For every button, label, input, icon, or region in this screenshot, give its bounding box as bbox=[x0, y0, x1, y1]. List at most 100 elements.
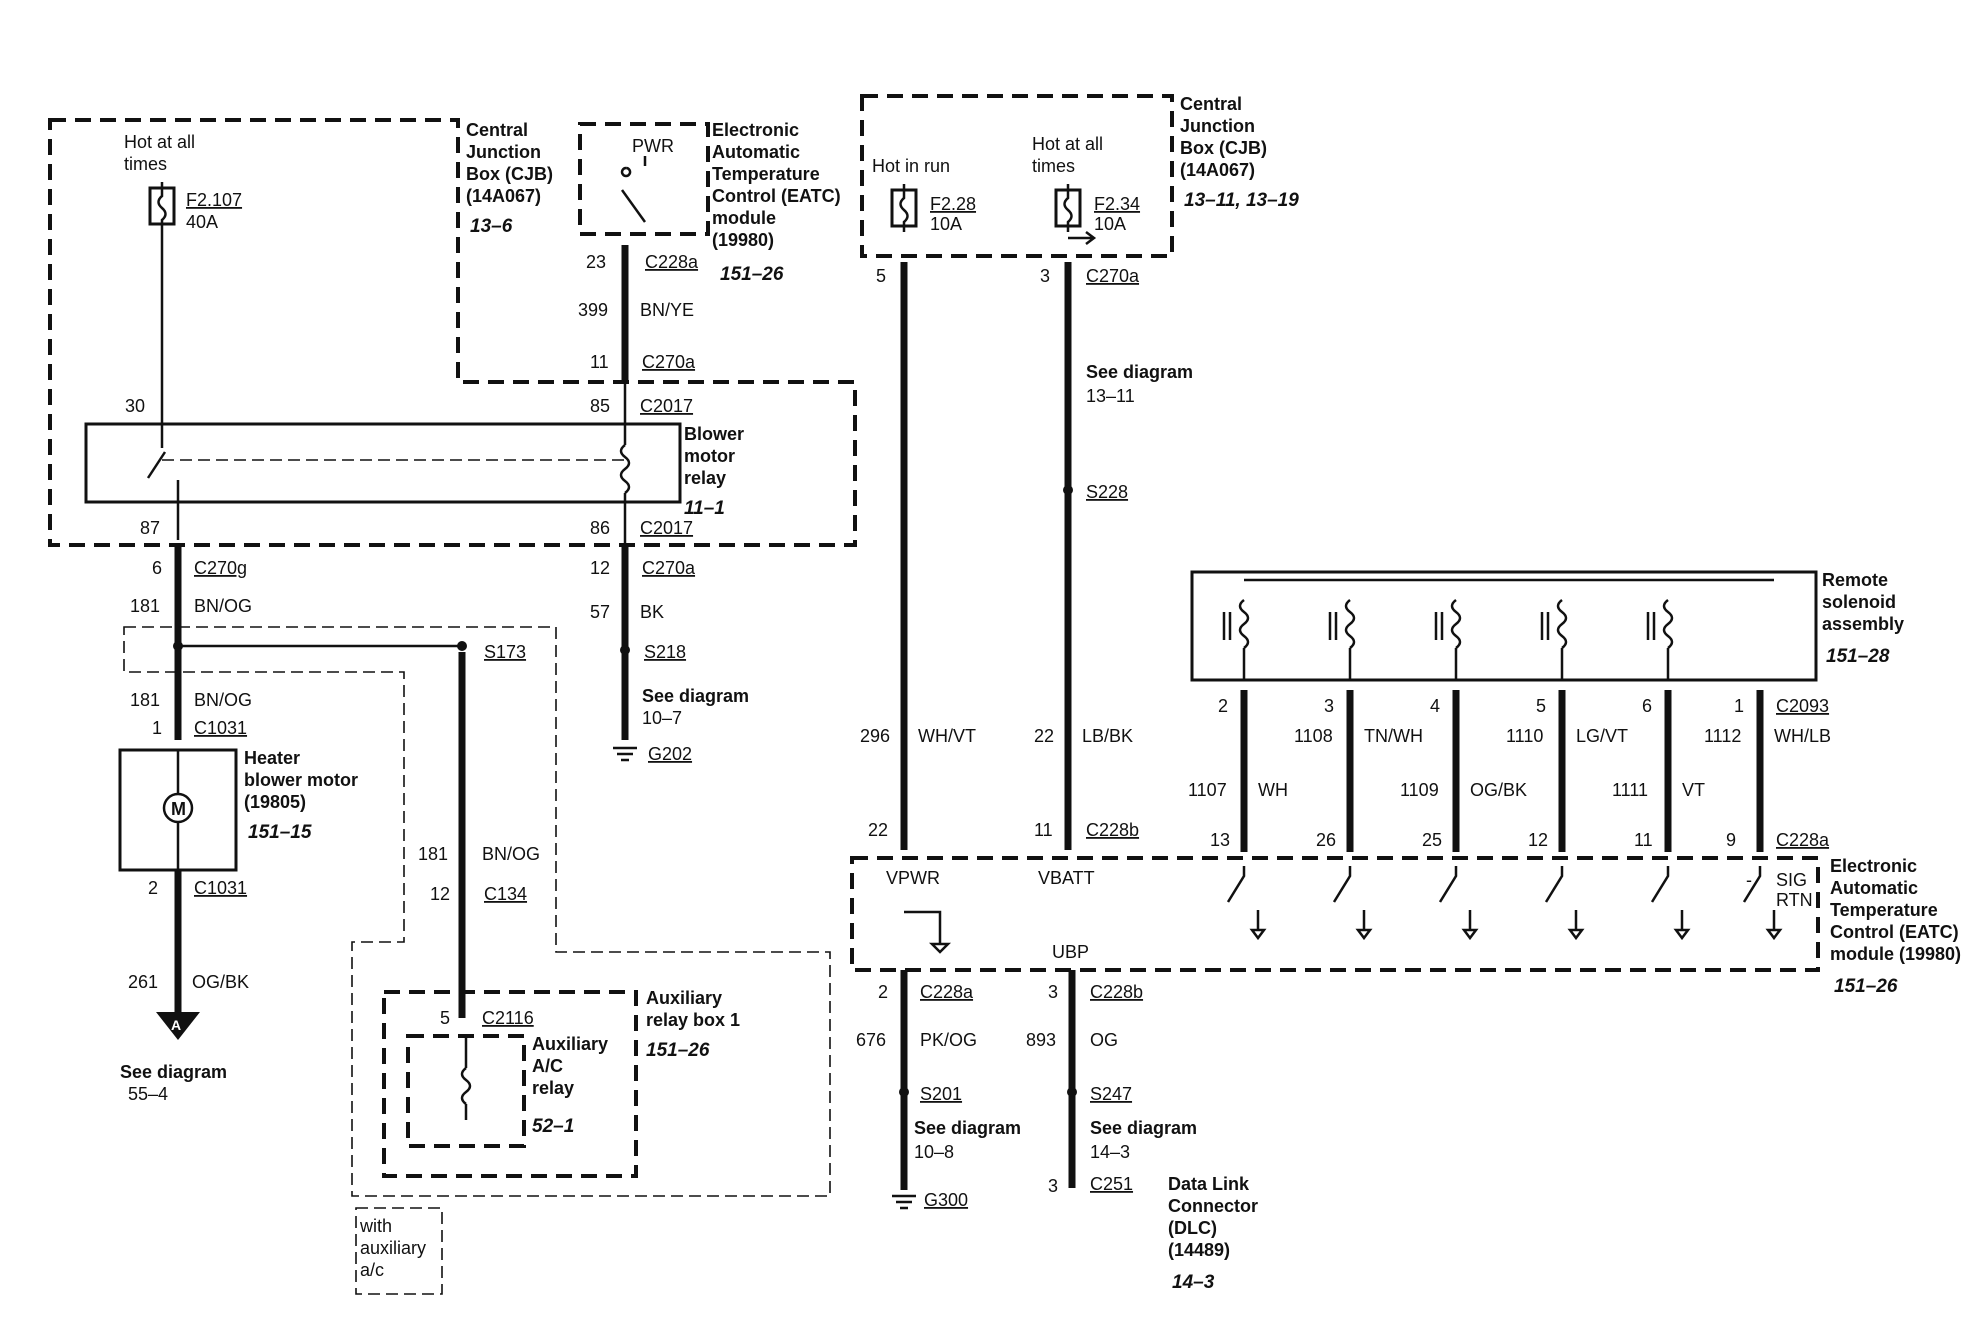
dlc-see-ref: 14–3 bbox=[1090, 1142, 1130, 1162]
solenoid-color: TN/WH bbox=[1364, 726, 1423, 746]
motor-pin-2: 2 bbox=[148, 878, 158, 898]
vpwr-wire: 5 296 WH/VT 22 bbox=[860, 262, 976, 850]
arrow-a-label: A bbox=[171, 1017, 181, 1033]
eatc-main-title-4: Control (EATC) bbox=[1830, 922, 1959, 942]
ground-g202: G202 bbox=[648, 744, 692, 764]
solenoid-pin-bottom: 13 bbox=[1210, 830, 1230, 850]
solenoid-pin-top: 4 bbox=[1430, 696, 1440, 716]
solenoid-pin-bottom: 26 bbox=[1316, 830, 1336, 850]
fuse-40a: 40A bbox=[186, 212, 218, 232]
color-og: OG bbox=[1090, 1030, 1118, 1050]
relay-ref: 11–1 bbox=[684, 498, 725, 519]
feed-circuit-181: 181 bbox=[130, 596, 160, 616]
relay-box bbox=[84, 422, 682, 504]
solenoid-core-icon bbox=[1222, 612, 1232, 640]
fuse-icon bbox=[1054, 184, 1082, 232]
fuse-f2-107: F2.107 bbox=[186, 190, 242, 210]
vpwr-pin-5: 5 bbox=[876, 266, 886, 286]
cjb-left-ref: 13–6 bbox=[470, 216, 513, 237]
eatc-vbatt: VBATT bbox=[1038, 868, 1095, 888]
dlc-title-1: Data Link bbox=[1168, 1174, 1250, 1194]
solenoid-core-icon bbox=[1646, 612, 1656, 640]
solenoid-color: OG/BK bbox=[1470, 780, 1527, 800]
cjb-left-boundary bbox=[48, 118, 857, 547]
color-wh-vt: WH/VT bbox=[918, 726, 976, 746]
cjb-right-boundary bbox=[860, 94, 1174, 258]
cjb-right-title-4: (14A067) bbox=[1180, 160, 1255, 180]
aux-box-title-2: relay box 1 bbox=[646, 1010, 740, 1030]
fuse-f2-34-rating: 10A bbox=[1094, 214, 1126, 234]
solenoid-core-icon bbox=[1434, 612, 1444, 640]
dlc-title-2: Connector bbox=[1168, 1196, 1258, 1216]
color-pk-og: PK/OG bbox=[920, 1030, 977, 1050]
switch-ground-icon bbox=[1544, 866, 1585, 941]
splice-s228: S228 bbox=[1086, 482, 1128, 502]
circuit-57: 57 bbox=[590, 602, 610, 622]
eatc-top-pin-11: 11 bbox=[590, 352, 609, 372]
circuit-296: 296 bbox=[860, 726, 890, 746]
motor-title-3: (19805) bbox=[244, 792, 306, 812]
relay-pin-85: 85 bbox=[590, 396, 610, 416]
g300-pin-2: 2 bbox=[878, 982, 888, 1002]
hot-in-run: Hot in run bbox=[872, 156, 950, 176]
eatc-top-boundary bbox=[578, 122, 710, 236]
solenoid-pin-bottom: 25 bbox=[1422, 830, 1442, 850]
ground-g300: G300 bbox=[924, 1190, 968, 1210]
motor-ref: 151–15 bbox=[248, 822, 312, 843]
eatc-minus: - bbox=[1746, 870, 1752, 890]
arrow-a-icon bbox=[156, 1012, 200, 1040]
eatc-top: PWR Electronic Automatic Temperature Con… bbox=[578, 120, 841, 380]
dlc-title-3: (DLC) bbox=[1168, 1218, 1217, 1238]
eatc-sig: SIG bbox=[1776, 870, 1807, 890]
dlc-conn-c228b: C228b bbox=[1090, 982, 1143, 1002]
eatc-top-title-3: Temperature bbox=[712, 164, 820, 184]
option-note-box bbox=[355, 1207, 443, 1295]
solenoid-ref: 151–28 bbox=[1826, 646, 1890, 667]
aux-relay-title-2: A/C bbox=[532, 1056, 563, 1076]
option-note-2: auxiliary bbox=[360, 1238, 426, 1258]
solenoid-circuit: 1109 bbox=[1400, 780, 1439, 800]
option-note-1: with bbox=[359, 1216, 392, 1236]
solenoid-pin-top: 6 bbox=[1642, 696, 1652, 716]
fuse-f2-28-rating: 10A bbox=[930, 214, 962, 234]
motor-symbol: M bbox=[171, 799, 186, 819]
cjb-left-title-3: Box (CJB) bbox=[466, 164, 553, 184]
solenoid-core-icon bbox=[1540, 612, 1550, 640]
cjb-right-title-2: Junction bbox=[1180, 116, 1255, 136]
cjb-right-title-1: Central bbox=[1180, 94, 1242, 114]
solenoid-coil-icon bbox=[1238, 599, 1250, 649]
eatc-top-title-1: Electronic bbox=[712, 120, 799, 140]
eatc-rtn: RTN bbox=[1776, 890, 1813, 910]
vbatt-pin-3: 3 bbox=[1040, 266, 1050, 286]
motor-see-ref: 55–4 bbox=[128, 1084, 168, 1104]
g202-pin-12: 12 bbox=[590, 558, 610, 578]
splice-s173: S173 bbox=[484, 642, 526, 662]
eatc-top-title-4: Control (EATC) bbox=[712, 186, 841, 206]
solenoid-title-2: solenoid bbox=[1822, 592, 1896, 612]
eatc-vpwr: VPWR bbox=[886, 868, 940, 888]
cjb-right-title-3: Box (CJB) bbox=[1180, 138, 1267, 158]
solenoid-pin-top: 2 bbox=[1218, 696, 1228, 716]
switch-icon bbox=[620, 156, 647, 223]
splice-s247: S247 bbox=[1090, 1084, 1132, 1104]
cjb-left-hot-1: Hot at all bbox=[124, 132, 195, 152]
vbatt-wire: 3 C270a See diagram 13–11 S228 22 LB/BK … bbox=[1034, 262, 1193, 850]
cjb-right-ref: 13–11, 13–19 bbox=[1184, 190, 1299, 211]
relay-pin-86: 86 bbox=[590, 518, 610, 538]
aux-pin-12: 12 bbox=[430, 884, 450, 904]
cjb-left-hot-2: times bbox=[124, 154, 167, 174]
solenoid-pin-top: 3 bbox=[1324, 696, 1334, 716]
relay-title-3: relay bbox=[684, 468, 726, 488]
dlc-title-4: (14489) bbox=[1168, 1240, 1230, 1260]
eatc-main-title-5: module (19980) bbox=[1830, 944, 1961, 964]
cjb-right: Hot in run Hot at all times F2.28 10A F2… bbox=[860, 94, 1299, 258]
solenoid-coil-icon bbox=[1662, 599, 1674, 649]
relay-conn-c2017-bottom: C2017 bbox=[640, 518, 693, 538]
vbatt-pin-11: 11 bbox=[1034, 820, 1053, 840]
relay-conn-c2017-top: C2017 bbox=[640, 396, 693, 416]
solenoid-conn-c228a: C228a bbox=[1776, 830, 1830, 850]
switch-ground-icon bbox=[1742, 866, 1783, 941]
ground-g300-branch: 2 C228a 676 PK/OG S201 See diagram 10–8 … bbox=[856, 970, 1021, 1210]
eatc-top-conn-c228a: C228a bbox=[645, 252, 699, 272]
